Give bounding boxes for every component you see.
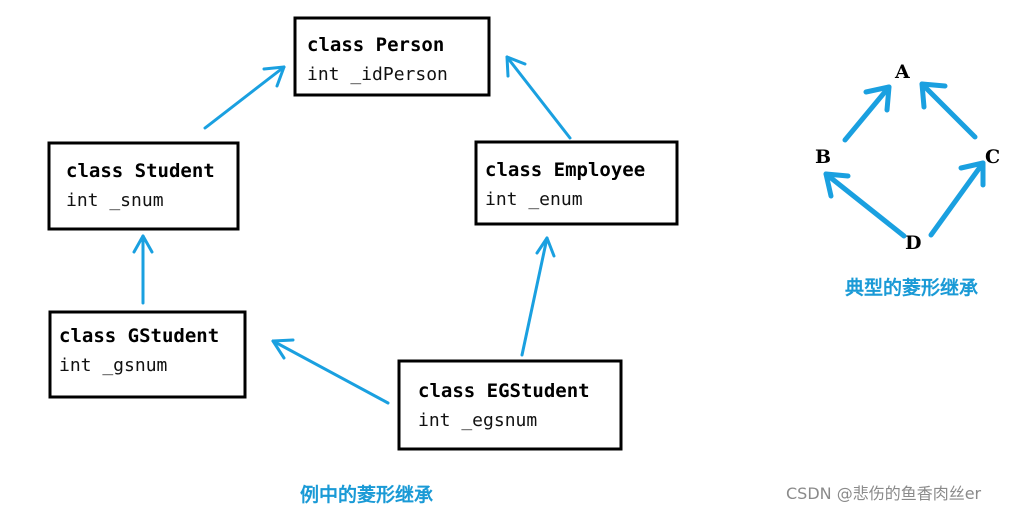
arrow-b-to-a xyxy=(842,84,892,143)
class-name-person: class Person xyxy=(307,34,444,56)
class-box-person: class Person int _idPerson xyxy=(293,16,491,97)
example-arrows xyxy=(132,55,572,405)
class-field-student: int _snum xyxy=(66,190,164,211)
typical-caption: 典型的菱形继承 xyxy=(845,276,978,299)
class-name-egstudent: class EGStudent xyxy=(418,380,590,402)
arrow-d-to-b xyxy=(823,171,907,239)
class-box-student: class Student int _snum xyxy=(47,141,240,231)
class-name-gstudent: class GStudent xyxy=(59,325,219,347)
class-name-employee: class Employee xyxy=(485,159,645,181)
arrow-student-to-person xyxy=(203,65,286,130)
watermark: CSDN @悲伤的鱼香肉丝er xyxy=(786,484,982,503)
arrow-employee-to-person xyxy=(505,55,572,140)
class-field-gstudent: int _gsnum xyxy=(59,355,167,376)
node-a: A xyxy=(894,61,910,83)
class-box-employee: class Employee int _enum xyxy=(474,140,679,226)
class-box-gstudent: class GStudent int _gsnum xyxy=(48,310,247,399)
arrow-gstudent-to-student xyxy=(132,234,154,305)
class-name-student: class Student xyxy=(66,160,215,182)
example-caption: 例中的菱形继承 xyxy=(300,483,433,506)
arrow-egstudent-to-employee xyxy=(520,236,556,357)
node-c: C xyxy=(985,146,1000,168)
typical-diamond: A B C D xyxy=(815,61,1000,254)
class-field-person: int _idPerson xyxy=(307,64,448,85)
arrow-d-to-c xyxy=(928,160,986,238)
class-field-egstudent: int _egsnum xyxy=(418,410,537,431)
node-b: B xyxy=(815,146,831,168)
arrow-c-to-a xyxy=(919,81,978,140)
class-box-egstudent: class EGStudent int _egsnum xyxy=(397,359,623,451)
arrow-egstudent-to-gstudent xyxy=(271,338,390,405)
node-d: D xyxy=(905,232,921,254)
class-field-employee: int _enum xyxy=(485,189,583,210)
